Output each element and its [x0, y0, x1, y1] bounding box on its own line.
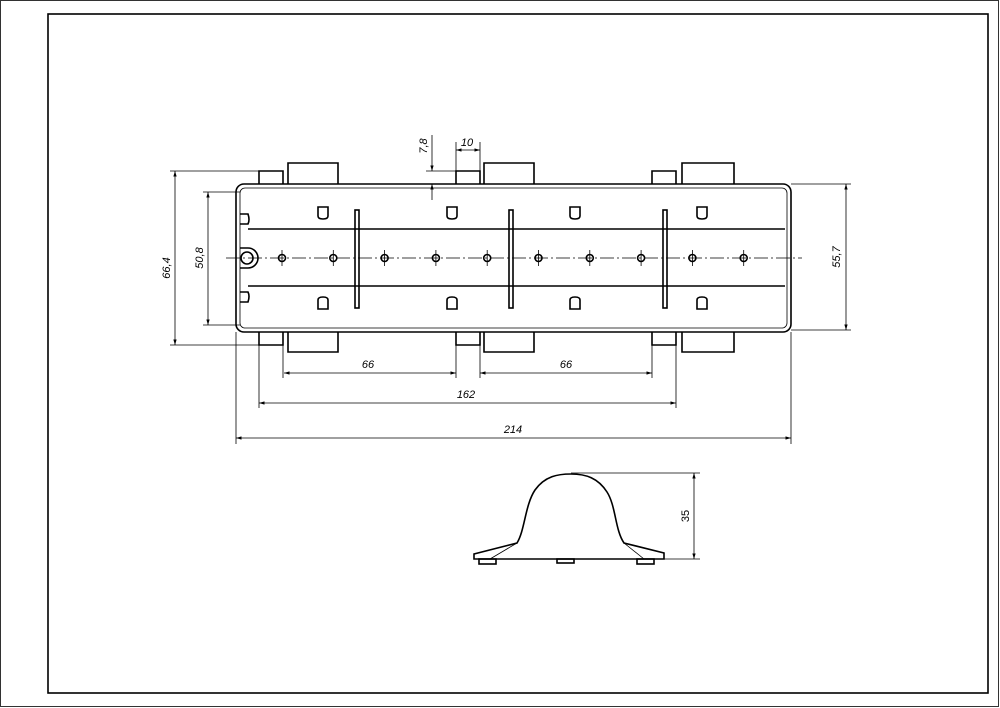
dimension-35: 35: [571, 472, 700, 560]
foot-right: [636, 558, 655, 565]
dim-label: 35: [680, 510, 692, 522]
top-view: 66,4 50,8 55,7 7,8 10: [161, 135, 851, 444]
slot: [569, 206, 581, 220]
dimension-7-8: 7,8: [418, 135, 456, 200]
slot: [317, 296, 329, 310]
slots: [317, 206, 708, 310]
dimension-214: 214: [236, 424, 791, 440]
dim-label: 55,7: [831, 245, 843, 267]
dimension-55-7: 55,7: [791, 183, 851, 331]
side-view: 35: [473, 472, 700, 565]
extension-lines: [235, 332, 792, 444]
dim-label: 66,4: [161, 257, 173, 278]
dim-label: 7,8: [418, 137, 430, 153]
slot: [317, 206, 329, 220]
side-profile: [473, 473, 665, 560]
slot: [446, 296, 458, 310]
mounting-eye: [240, 251, 254, 265]
drawing-frame: [47, 13, 989, 694]
left-clips: [240, 213, 259, 303]
dim-label: 66: [560, 359, 573, 371]
dimension-10: 10: [455, 137, 481, 171]
dimension-162: 162: [259, 389, 676, 405]
slot: [696, 206, 708, 220]
dimension-50-8: 50,8: [194, 191, 240, 326]
dim-label: 50,8: [194, 246, 206, 268]
ribs: [354, 209, 668, 309]
foot-left: [478, 558, 497, 565]
dim-label: 214: [503, 424, 522, 436]
dim-label: 162: [457, 389, 475, 401]
foot-center: [556, 558, 575, 564]
slot: [446, 206, 458, 220]
dimension-66-left: 66: [284, 359, 456, 375]
slot: [569, 296, 581, 310]
holes: [277, 250, 749, 266]
slot: [696, 296, 708, 310]
dim-label: 10: [461, 137, 474, 149]
dim-label: 66: [362, 359, 375, 371]
dimension-66-right: 66: [480, 359, 652, 375]
bottom-tabs: [258, 332, 735, 353]
top-tabs: [258, 162, 735, 184]
dimension-66-4: 66,4: [161, 170, 259, 346]
